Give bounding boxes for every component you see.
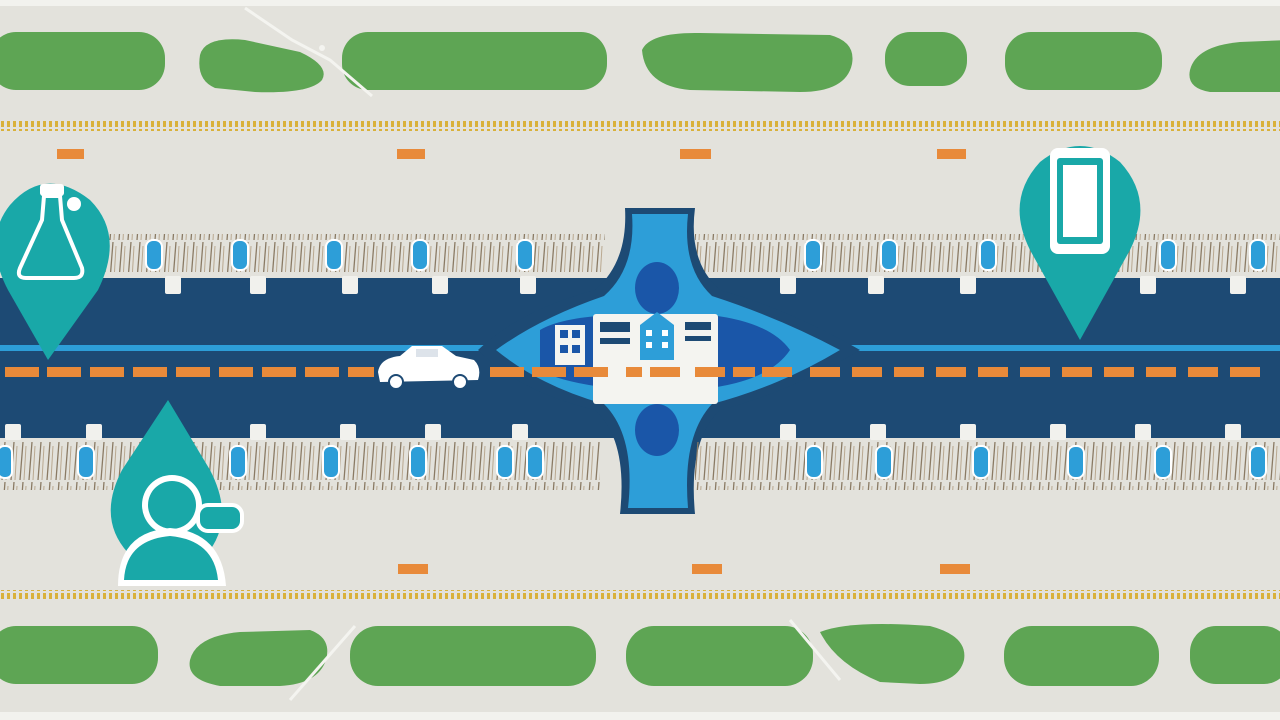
top-green-medians: [0, 32, 1280, 93]
building-icon: [593, 312, 718, 404]
diagonal-path: [244, 6, 373, 98]
top-blue-capsules: [145, 239, 1267, 271]
bottom-orange-markers: [398, 564, 970, 574]
bottom-hedge: [0, 590, 1280, 601]
person-pin: [110, 400, 244, 586]
top-hedge: [0, 120, 1280, 131]
phone-pin: [1019, 146, 1141, 340]
flask-icon: [16, 184, 85, 280]
side-kiosk: [555, 325, 585, 365]
top-posts: [165, 276, 1246, 294]
bottom-blue-capsules: [0, 445, 1267, 479]
bottom-green-medians: [0, 624, 1280, 686]
person-icon: [118, 475, 244, 586]
top-orange-markers: [57, 149, 966, 159]
car-icon: [378, 346, 480, 390]
orange-lane-dashes: [5, 367, 1260, 377]
flask-pin: [0, 183, 110, 360]
phone-icon: [1050, 148, 1110, 254]
